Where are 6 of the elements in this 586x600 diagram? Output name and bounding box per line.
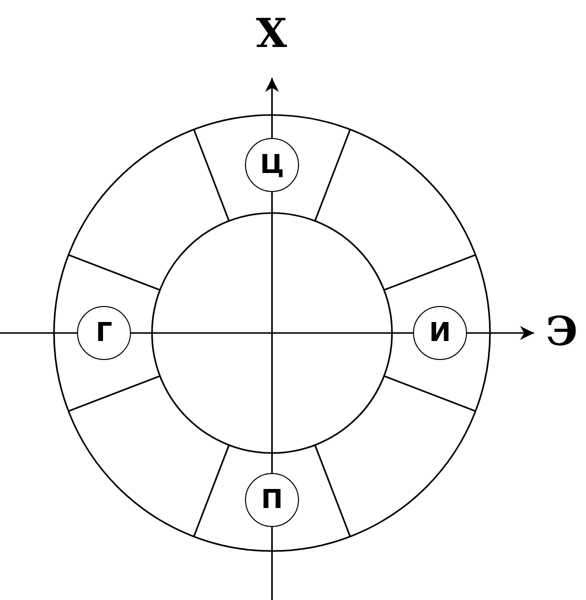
axis-label: Х: [256, 14, 288, 54]
axis-label: Э: [546, 312, 578, 352]
letter-circle: Г: [77, 306, 131, 360]
letter-circle: И: [413, 306, 467, 360]
letter-circle: П: [245, 473, 299, 527]
letter-circle: Ц: [245, 138, 299, 192]
